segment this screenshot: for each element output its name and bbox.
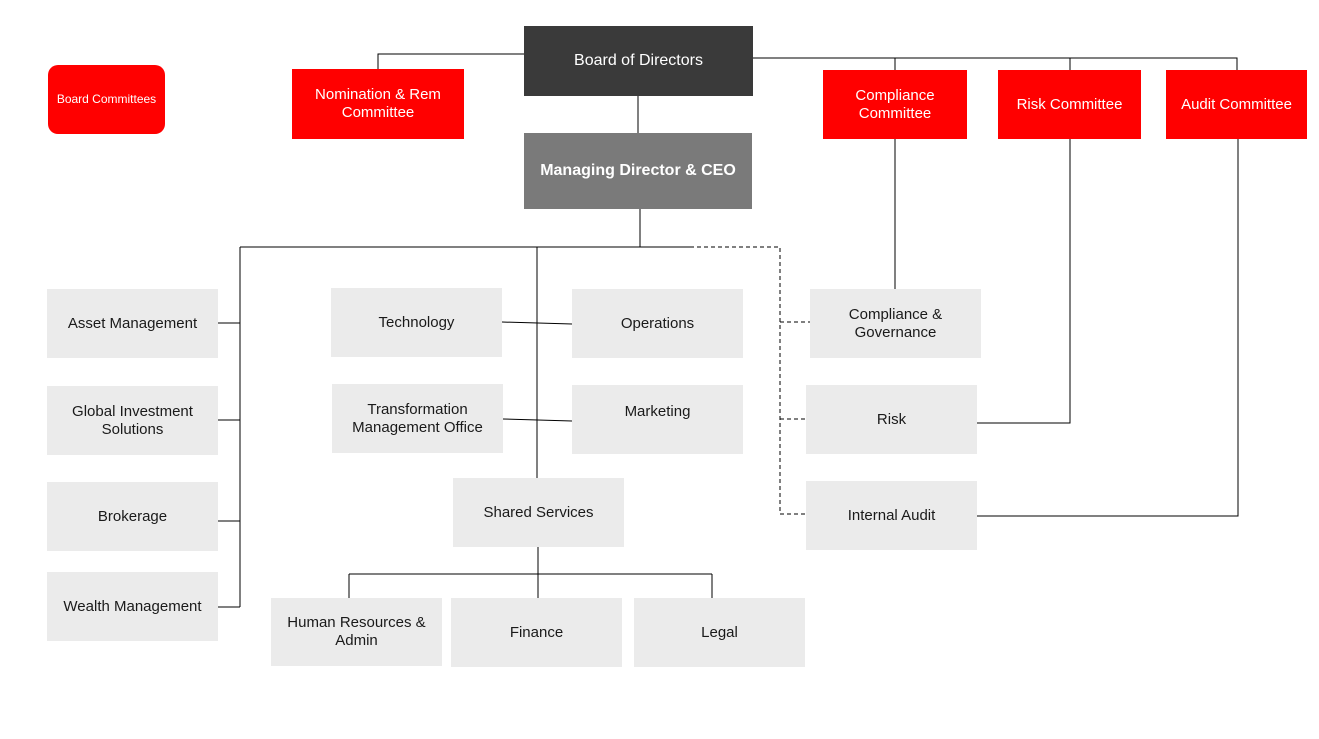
compliance-committee-box: Compliance Committee: [823, 70, 967, 139]
risk-label: Risk: [876, 410, 907, 428]
hr-admin-label: Human Resources & Admin: [287, 614, 426, 649]
risk-committee-label: Risk Committee: [1016, 95, 1123, 113]
technology-box: Technology: [331, 288, 502, 357]
finance-label: Finance: [509, 623, 564, 641]
board-of-directors-box: Board of Directors: [524, 26, 753, 96]
shared-services-label: Shared Services: [483, 503, 594, 521]
line-riskcomm-risk: [976, 138, 1071, 424]
brokerage-label: Brokerage: [97, 507, 168, 525]
ceo-label: Managing Director & CEO: [540, 162, 736, 179]
operations-label: Operations: [620, 314, 695, 332]
line-auditcomm-audit: [977, 138, 1239, 517]
internal-audit-label: Internal Audit: [847, 506, 936, 524]
operations-box: Operations: [572, 289, 743, 358]
wealth-management-label: Wealth Management: [63, 597, 202, 615]
wealth-management-box: Wealth Management: [47, 572, 218, 641]
transformation-management-office-box: Transformation Management Office: [332, 384, 503, 453]
legend-label: Board Committees: [56, 92, 157, 106]
brokerage-box: Brokerage: [47, 482, 218, 551]
risk-box: Risk: [806, 385, 977, 454]
board-committees-legend: Board Committees: [48, 65, 165, 134]
asset-management-box: Asset Management: [47, 289, 218, 358]
marketing-label: Marketing: [624, 403, 691, 420]
compliance-committee-label: Compliance Committee: [855, 86, 935, 122]
board-label: Board of Directors: [574, 52, 703, 69]
nomination-label: Nomination & Rem Committee: [315, 86, 441, 121]
compliance-governance-label: Compliance & Governance: [848, 305, 943, 341]
marketing-box: Marketing: [572, 385, 743, 454]
compliance-governance-box: Compliance & Governance: [810, 289, 981, 358]
tmo-label: Transformation Management Office: [352, 400, 483, 436]
human-resources-admin-box: Human Resources & Admin: [271, 598, 442, 666]
global-investment-solutions-box: Global Investment Solutions: [47, 386, 218, 455]
line-dashed-bus: [690, 246, 781, 514]
audit-committee-box: Audit Committee: [1166, 70, 1307, 139]
managing-director-ceo-box: Managing Director & CEO: [524, 133, 752, 209]
legal-label: Legal: [701, 623, 738, 641]
line-tech-ops: [501, 321, 573, 325]
shared-services-box: Shared Services: [453, 478, 624, 547]
finance-box: Finance: [451, 598, 622, 667]
line-board-nomination: [377, 53, 524, 70]
legal-box: Legal: [634, 598, 805, 667]
line-board-right-committees: [752, 57, 1238, 70]
line-tmo-marketing: [502, 418, 573, 422]
nomination-rem-committee-box: Nomination & Rem Committee: [292, 69, 464, 139]
technology-label: Technology: [378, 313, 455, 331]
global-investment-label: Global Investment Solutions: [72, 402, 193, 438]
internal-audit-box: Internal Audit: [806, 481, 977, 550]
asset-management-label: Asset Management: [67, 314, 198, 332]
audit-committee-label: Audit Committee: [1181, 95, 1292, 113]
risk-committee-box: Risk Committee: [998, 70, 1141, 139]
